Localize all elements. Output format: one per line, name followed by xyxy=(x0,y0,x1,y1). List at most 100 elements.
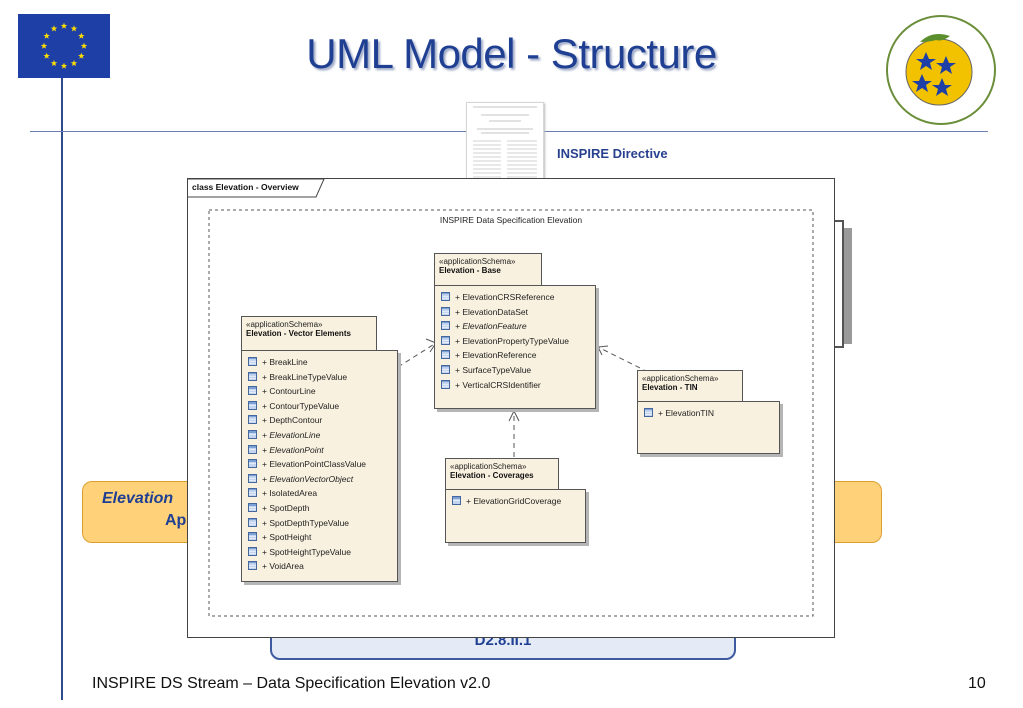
package-tab-base[interactable]: «applicationSchema» Elevation - Base xyxy=(434,253,542,285)
class-icon xyxy=(248,386,257,396)
eu-star-icon xyxy=(70,59,78,67)
package-class-item[interactable]: + BreakLineTypeValue xyxy=(248,370,397,385)
class-name: + DepthContour xyxy=(262,415,323,426)
data-specification-container-label: INSPIRE Data Specification Elevation xyxy=(439,215,583,225)
class-icon xyxy=(441,335,450,345)
package-class-item[interactable]: + DepthContour xyxy=(248,413,397,428)
eu-star-icon xyxy=(43,52,50,59)
class-name: + BreakLineTypeValue xyxy=(262,371,348,382)
package-class-item[interactable]: + ElevationPointClassValue xyxy=(248,457,397,472)
package-body-vector-elements[interactable]: + BreakLine+ BreakLineTypeValue + Contour… xyxy=(241,350,398,582)
package-stereotype: «applicationSchema» xyxy=(642,374,719,383)
package-class-item[interactable]: + VerticalCRSIdentifier xyxy=(441,378,595,393)
eu-star-icon xyxy=(50,25,58,32)
class-name: + ElevationGridCoverage xyxy=(466,496,562,506)
package-tab-vector-elements[interactable]: «applicationSchema» Elevation - Vector E… xyxy=(241,316,377,350)
package-class-item[interactable]: + BreakLine xyxy=(248,355,397,370)
package-class-item[interactable]: + ElevationCRSReference xyxy=(441,290,595,305)
package-class-item[interactable]: + ElevationDataSet xyxy=(441,305,595,320)
class-icon xyxy=(441,321,450,331)
package-class-item[interactable]: + ElevationTIN xyxy=(644,406,779,421)
class-icon xyxy=(248,517,257,527)
package-body-base[interactable]: + ElevationCRSReference + ElevationDataSe… xyxy=(434,285,596,409)
package-class-item[interactable]: + ElevationPoint xyxy=(248,443,397,458)
eu-star-icon xyxy=(60,62,68,69)
inspire-globe-icon xyxy=(886,15,996,125)
package-class-item[interactable]: + ElevationLine xyxy=(248,428,397,443)
class-icon xyxy=(441,379,450,389)
class-icon xyxy=(248,371,257,381)
package-name: Elevation - Vector Elements xyxy=(246,329,351,338)
package-class-item[interactable]: + ContourLine xyxy=(248,384,397,399)
dependency-tin-to-base xyxy=(597,346,649,373)
class-name: + VoidArea xyxy=(262,561,304,572)
package-class-item[interactable]: + IsolatedArea xyxy=(248,486,397,501)
class-name: + SpotHeight xyxy=(262,532,312,543)
class-icon xyxy=(248,502,257,512)
class-icon xyxy=(441,292,450,301)
uml-diagram-frame: class Elevation - Overview INSPIRE Data … xyxy=(187,178,835,638)
class-name: + ElevationLine xyxy=(262,429,321,440)
class-name: + ElevationPoint xyxy=(262,444,324,455)
package-tab-tin[interactable]: «applicationSchema» Elevation - TIN xyxy=(637,370,743,401)
page-number: 10 xyxy=(968,675,986,692)
class-name: + SurfaceTypeValue xyxy=(455,364,532,375)
class-name: + SpotDepth xyxy=(262,502,310,513)
class-icon xyxy=(452,496,461,505)
class-icon xyxy=(248,473,257,483)
class-name: + ContourLine xyxy=(262,386,316,397)
class-name: + VerticalCRSIdentifier xyxy=(455,379,541,390)
class-icon xyxy=(248,444,257,454)
package-class-item[interactable]: + SpotDepth xyxy=(248,501,397,516)
document-icon xyxy=(473,106,537,178)
class-name: + SpotDepthTypeValue xyxy=(262,517,350,528)
package-class-item[interactable]: + SurfaceTypeValue xyxy=(441,363,595,378)
class-icon xyxy=(248,357,257,366)
package-body-coverages[interactable]: + ElevationGridCoverage xyxy=(445,489,586,543)
class-icon xyxy=(441,364,450,374)
slide-title: UML Model - Structure xyxy=(306,30,717,77)
eu-star-icon xyxy=(43,32,50,39)
package-stereotype: «applicationSchema» xyxy=(246,320,323,329)
package-class-item[interactable]: + ElevationPropertyTypeValue xyxy=(441,334,595,349)
package-tab-coverages[interactable]: «applicationSchema» Elevation - Coverage… xyxy=(445,458,559,489)
package-class-item[interactable]: + SpotHeight xyxy=(248,530,397,545)
class-name: + ElevationCRSReference xyxy=(455,292,555,302)
class-name: + SpotHeightTypeValue xyxy=(262,546,351,557)
class-name: + ElevationTIN xyxy=(658,408,714,418)
package-name: Elevation - TIN xyxy=(642,383,698,392)
directive-document-thumbnail xyxy=(466,102,544,184)
class-name: + ContourTypeValue xyxy=(262,400,340,411)
directive-label: INSPIRE Directive xyxy=(557,146,668,161)
slide-footer: INSPIRE DS Stream – Data Specification E… xyxy=(92,675,491,692)
dependency-vector-to-base xyxy=(397,342,437,368)
class-icon xyxy=(441,350,450,360)
class-name: + ElevationPropertyTypeValue xyxy=(455,335,569,346)
eu-star-icon xyxy=(80,42,88,49)
orange-box-line1: Elevation xyxy=(102,490,174,507)
eu-flag-logo xyxy=(18,14,110,78)
eu-star-icon xyxy=(78,32,85,39)
package-stereotype: «applicationSchema» xyxy=(450,462,527,471)
package-class-item[interactable]: + ElevationReference xyxy=(441,348,595,363)
class-icon xyxy=(248,400,257,410)
package-class-item[interactable]: + VoidArea xyxy=(248,559,397,574)
inspire-logo xyxy=(882,12,1000,128)
package-class-item[interactable]: + SpotHeightTypeValue xyxy=(248,545,397,560)
package-name: Elevation - Base xyxy=(439,266,501,275)
diagram-frame-label: class Elevation - Overview xyxy=(192,182,299,192)
class-name: + ElevationPointClassValue xyxy=(262,459,367,470)
package-class-item[interactable]: + SpotDepthTypeValue xyxy=(248,516,397,531)
package-class-item[interactable]: + ElevationFeature xyxy=(441,319,595,334)
eu-star-icon xyxy=(40,42,48,49)
class-name: + ElevationReference xyxy=(455,350,537,361)
package-class-item[interactable]: + ElevationVectorObject xyxy=(248,472,397,487)
orange-box-line2: Ap xyxy=(165,512,187,529)
package-class-item[interactable]: + ElevationGridCoverage xyxy=(452,494,585,509)
package-class-item[interactable]: + ContourTypeValue xyxy=(248,399,397,414)
class-name: + IsolatedArea xyxy=(262,488,318,499)
class-name: + ElevationVectorObject xyxy=(262,473,354,484)
eu-star-icon xyxy=(50,59,58,67)
package-body-tin[interactable]: + ElevationTIN xyxy=(637,401,780,454)
class-name: + ElevationDataSet xyxy=(455,306,529,317)
